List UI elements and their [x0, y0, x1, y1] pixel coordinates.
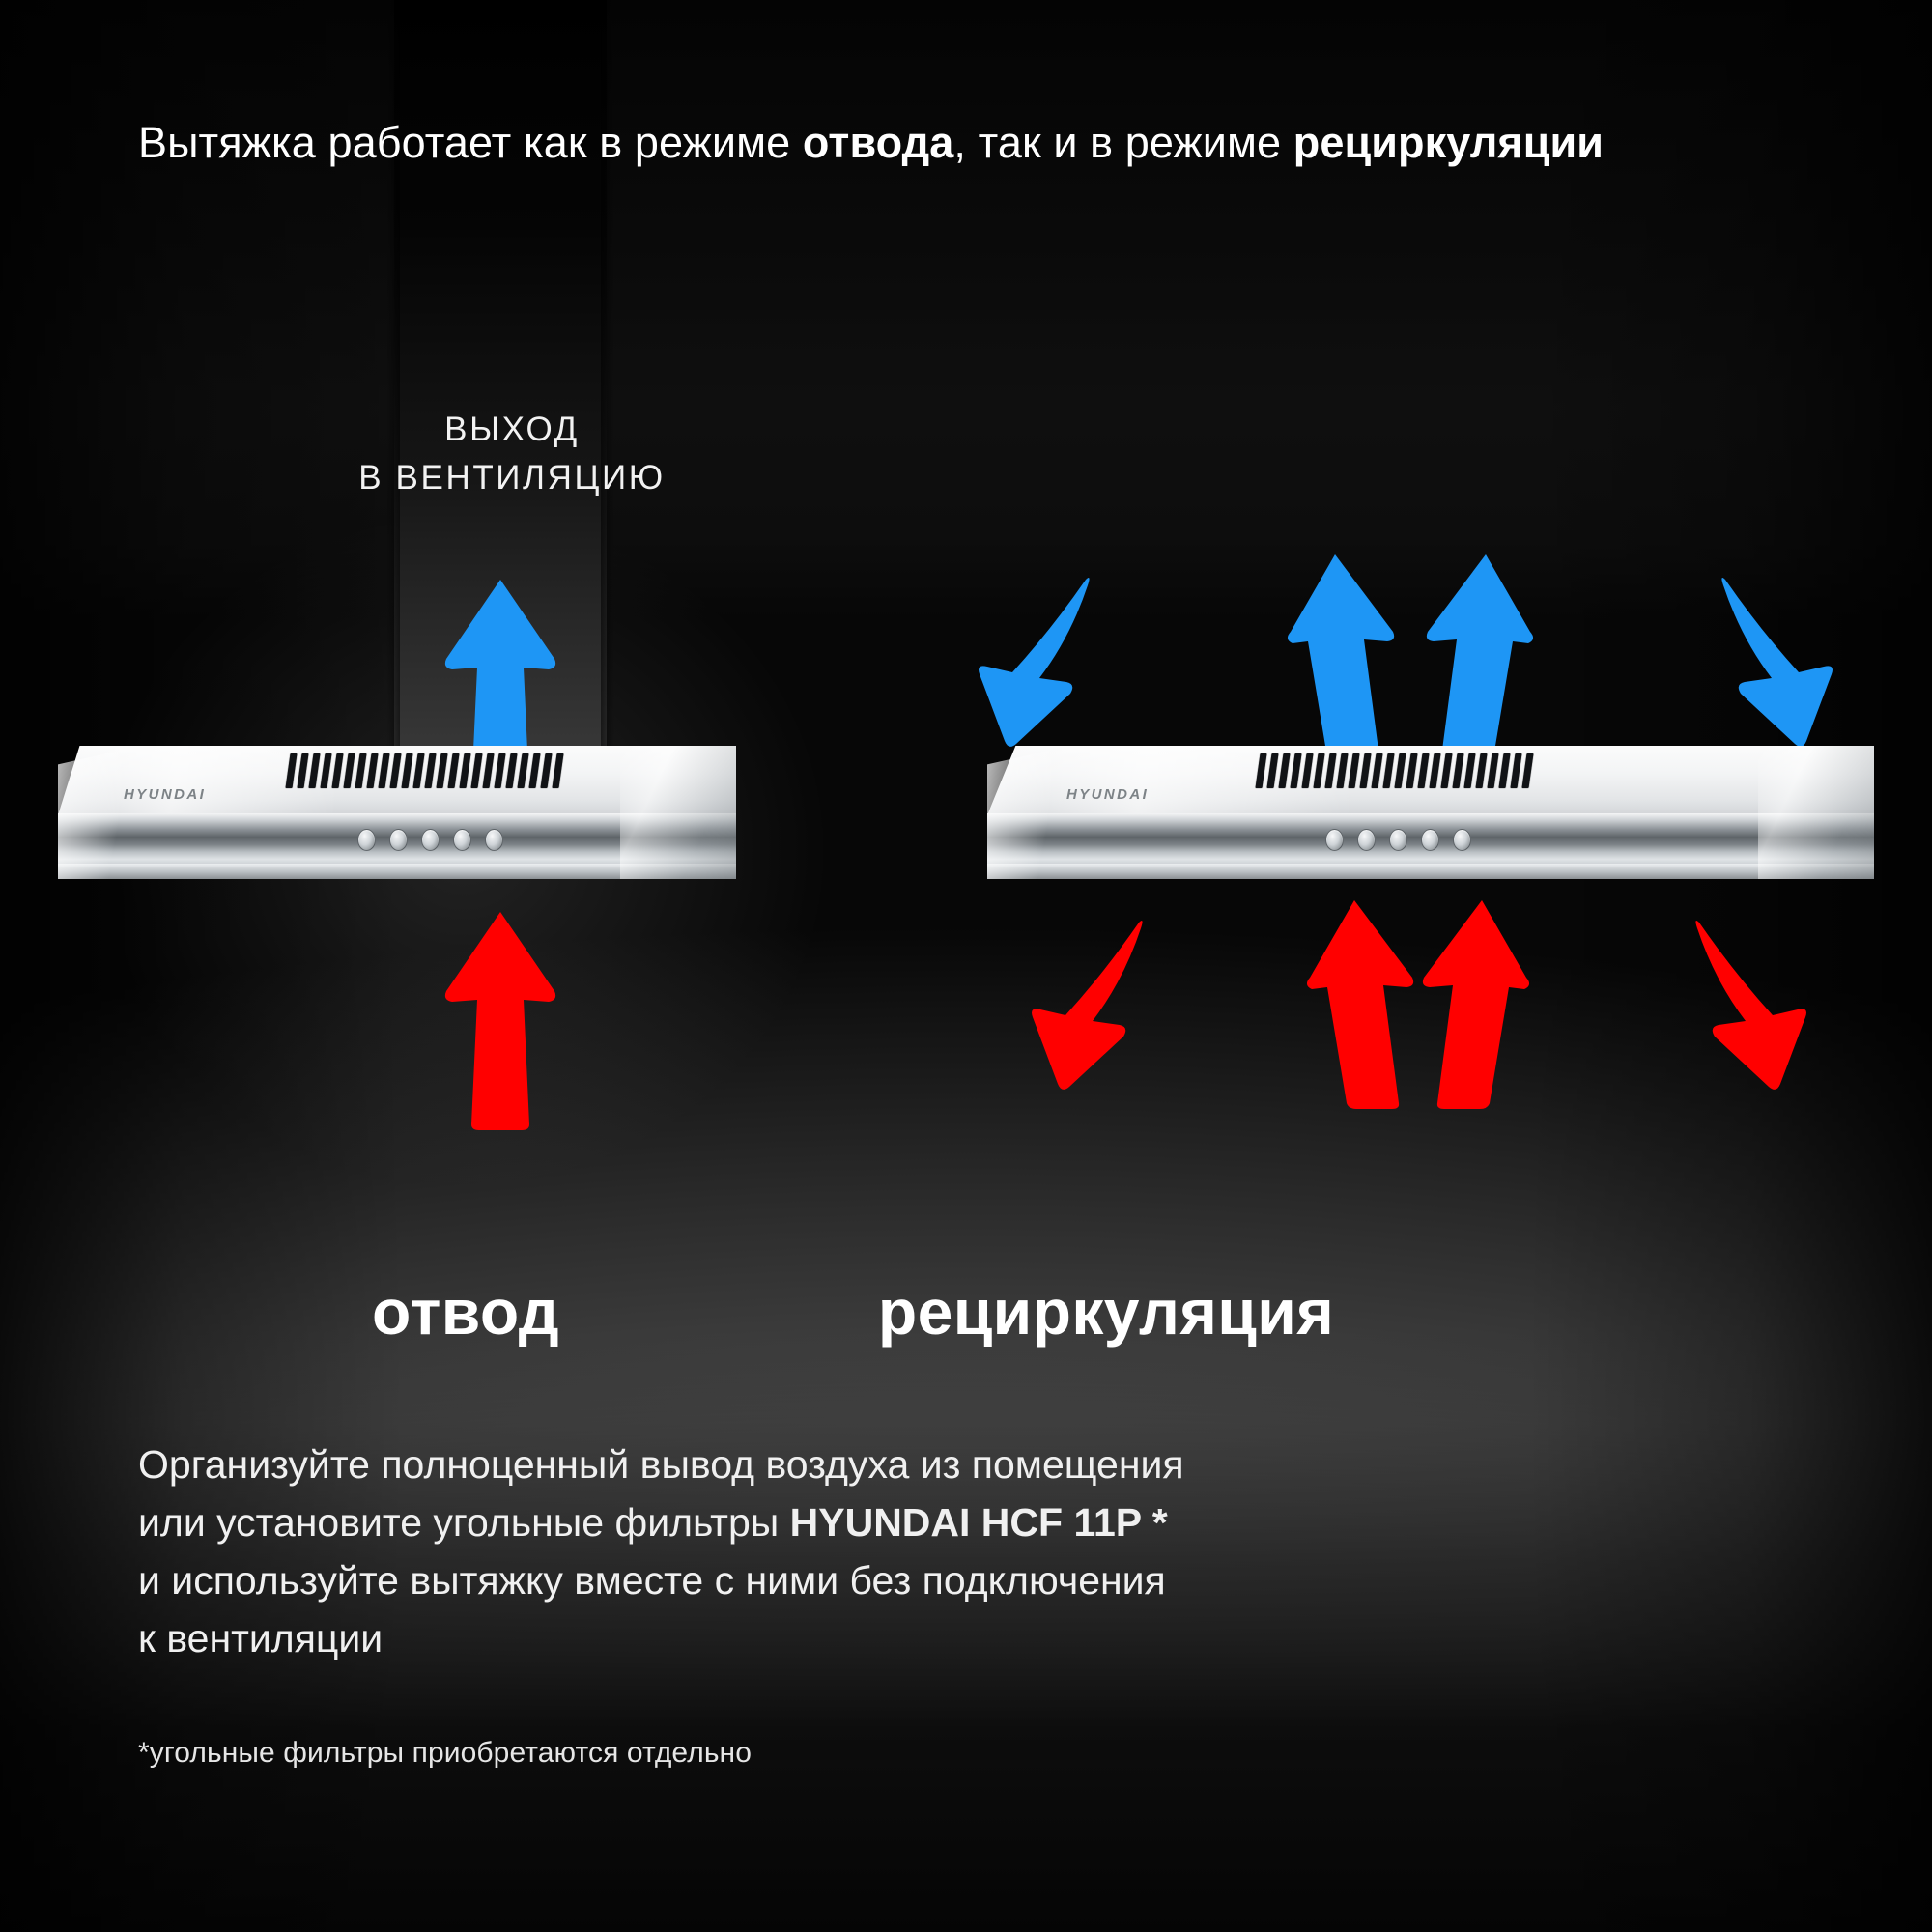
red-arrow-up-intake-left [440, 908, 560, 1130]
ventilation-duct-edge-left [386, 0, 400, 773]
hood-brand-logo-right: HYUNDAI [1066, 786, 1150, 803]
hood-button-5[interactable] [1453, 829, 1471, 851]
filter-model-name: HYUNDAI HCF 11P * [789, 1499, 1168, 1545]
ventilation-duct-edge-right [601, 0, 614, 773]
blue-arrow-curved-down-right [1712, 570, 1864, 750]
body-line-2-text: или установите угольные фильтры [138, 1499, 790, 1545]
blue-arrow-up-right-2 [1420, 553, 1534, 763]
duct-label-line-1: выход [444, 411, 580, 448]
hood-bottom-edge-right [987, 864, 1874, 879]
red-arrow-curved-down-left [1000, 913, 1152, 1093]
body-paragraph: Организуйте полноценный вывод воздуха из… [138, 1436, 1761, 1667]
page-headline: Вытяжка работает как в режиме отвода, та… [138, 114, 1645, 172]
range-hood-recirculation-mode: HYUNDAI [987, 746, 1874, 879]
hood-button-4[interactable] [1421, 829, 1439, 851]
body-line-4: к вентиляции [138, 1615, 384, 1661]
background-vignette-left [0, 0, 406, 1932]
hood-button-3[interactable] [1389, 829, 1407, 851]
mode-label-exhaust: отвод [372, 1276, 560, 1348]
hood-left-bevel-right [987, 746, 1070, 879]
range-hood-exhaust-mode: HYUNDAI [58, 746, 736, 879]
red-arrow-curved-down-right [1686, 913, 1838, 1093]
hood-right-endcap-right [1758, 746, 1874, 879]
footnote-text: *угольные фильтры приобретаются отдельно [138, 1737, 753, 1769]
body-line-3: и используйте вытяжку вместе с ними без … [138, 1557, 1166, 1603]
hood-left-bevel-left [58, 746, 141, 879]
blue-arrow-up-right-1 [1287, 553, 1401, 763]
body-line-1: Организуйте полноценный вывод воздуха из… [138, 1442, 1184, 1487]
hood-right-endcap-left [620, 746, 736, 879]
mode-label-recirculation: рециркуляция [877, 1276, 1335, 1348]
hood-control-buttons-right[interactable] [1325, 829, 1471, 851]
hood-button-2[interactable] [389, 829, 408, 851]
headline-bold-otvoda: отвода [802, 118, 954, 167]
hood-button-4[interactable] [453, 829, 471, 851]
headline-bold-recirculation: рециркуляции [1293, 118, 1605, 167]
hood-button-3[interactable] [421, 829, 440, 851]
red-arrow-up-right-1 [1306, 898, 1420, 1109]
hood-brand-logo-left: HYUNDAI [124, 786, 207, 803]
hood-grille-left [285, 753, 564, 788]
body-line-2: или установите угольные фильтры HYUNDAI … [138, 1494, 1761, 1552]
duct-label-line-2: в вентиляцию [358, 458, 666, 497]
blue-arrow-curved-down-left [947, 570, 1099, 750]
hood-control-buttons-left[interactable] [357, 829, 503, 851]
hood-button-1[interactable] [1325, 829, 1344, 851]
red-arrow-up-right-2 [1416, 898, 1530, 1109]
headline-text-part-2: , так и в режиме [953, 118, 1293, 167]
hood-button-1[interactable] [357, 829, 376, 851]
hood-bottom-edge-left [58, 864, 736, 879]
headline-text-part-1: Вытяжка работает как в режиме [138, 118, 803, 167]
hood-button-5[interactable] [485, 829, 503, 851]
blue-arrow-up-duct [440, 576, 560, 798]
hood-grille-right [1255, 753, 1534, 788]
hood-button-2[interactable] [1357, 829, 1376, 851]
duct-outlet-label: выход в вентиляцию [299, 406, 724, 501]
